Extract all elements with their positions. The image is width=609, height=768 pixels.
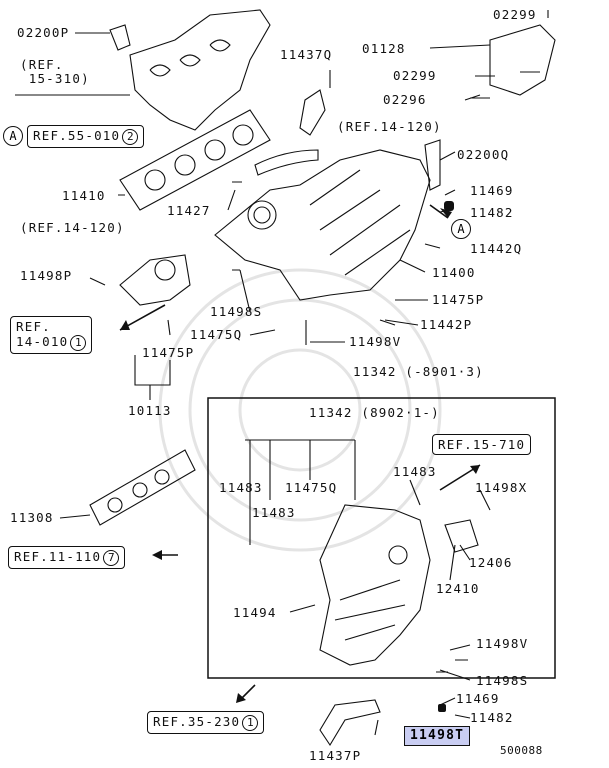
label-10113: 10113 [128, 403, 172, 418]
label-ref-14-120-top: (REF.14-120) [337, 119, 442, 134]
ref-11-110-text: REF.11-110 [14, 549, 102, 564]
ref-15-710-text: REF.15-710 [438, 437, 526, 452]
label-11442q: 11442Q [470, 241, 523, 256]
label-12406: 12406 [469, 555, 513, 570]
label-01128: 01128 [362, 41, 406, 56]
label-11475q-top: 11475Q [190, 327, 243, 342]
label-11483-left: 11483 [219, 480, 263, 495]
label-11498v-top: 11498V [349, 334, 402, 349]
inset-frame [207, 397, 556, 679]
label-02299-top: 02299 [493, 7, 537, 22]
ref-15-710-box[interactable]: REF.15-710 [432, 434, 532, 455]
label-12410: 12410 [436, 581, 480, 596]
label-11483-right: 11483 [393, 464, 437, 479]
label-11475p-right: 11475P [432, 292, 485, 307]
label-11482-top: 11482 [470, 205, 514, 220]
label-11498v-bottom: 11498V [476, 636, 529, 651]
label-11498p: 11498P [20, 268, 73, 283]
ref-35-230-num: 1 [242, 715, 259, 731]
label-11437q: 11437Q [280, 47, 333, 62]
label-02200p: 02200P [17, 25, 70, 40]
label-02200q: 02200Q [457, 147, 510, 162]
label-11475p-left: 11475P [142, 345, 195, 360]
label-ref-15-310: (REF. 15-310) [20, 57, 90, 86]
gasket-11410 [119, 109, 271, 211]
label-02299-mid: 02299 [393, 68, 437, 83]
label-11483-mid: 11483 [252, 505, 296, 520]
hose-11437q [299, 89, 326, 136]
label-11482-bottom: 11482 [470, 710, 514, 725]
label-11475q-inset: 11475Q [285, 480, 338, 495]
label-11410: 11410 [62, 188, 106, 203]
diagram-number: 500088 [500, 744, 543, 757]
intake-manifold [214, 149, 431, 301]
label-02296: 02296 [383, 92, 427, 107]
ref-14-010-num: 1 [70, 335, 87, 351]
gasket-11308 [89, 449, 196, 526]
label-11442p: 11442P [420, 317, 473, 332]
bracket-02200p [109, 24, 131, 51]
exhaust-manifold [129, 9, 271, 131]
ref-55-010-text: REF.55-010 [33, 128, 121, 143]
label-ref-14-120-left: (REF.14-120) [20, 220, 125, 235]
thermostat-housing [119, 254, 191, 306]
label-11494: 11494 [233, 605, 277, 620]
label-11427: 11427 [167, 203, 211, 218]
label-11400: 11400 [432, 265, 476, 280]
label-11498x: 11498X [475, 480, 528, 495]
marker-a-right: A [451, 219, 471, 239]
label-11498s-bottom: 11498S [476, 673, 529, 688]
label-11308: 11308 [10, 510, 54, 525]
ref-11-110-num: 7 [103, 550, 120, 566]
label-11342-early: 11342 (-8901·3) [353, 364, 484, 379]
bracket-11437p [319, 699, 381, 747]
label-11469-bottom: 11469 [456, 691, 500, 706]
ref-55-010-num: 2 [122, 129, 139, 145]
highlighted-part-11498t[interactable]: 11498T [404, 726, 471, 746]
ref-35-230-text: REF.35-230 [153, 714, 241, 729]
label-11342-late: 11342 (8902·1-) [309, 405, 440, 420]
inset-manifold [319, 504, 431, 666]
label-11437p: 11437P [309, 748, 362, 763]
label-11498s-top: 11498S [210, 304, 263, 319]
ref-14-010-text: REF. 14-010 [16, 319, 69, 349]
label-11469-top: 11469 [470, 183, 514, 198]
marker-a-left: A [3, 126, 23, 146]
